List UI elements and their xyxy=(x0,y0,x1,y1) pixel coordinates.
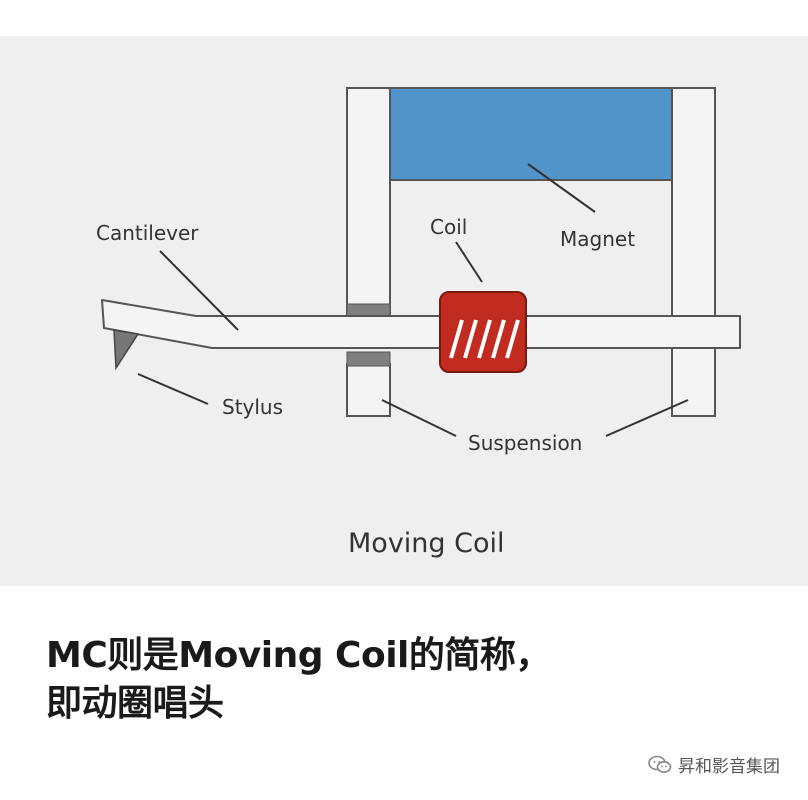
cantilever-label: Cantilever xyxy=(96,221,199,245)
magnet-label: Magnet xyxy=(560,227,635,251)
coil-leader xyxy=(455,241,483,283)
suspension-pad-lower xyxy=(346,351,391,367)
left-pole-upper xyxy=(346,87,391,323)
coil-body xyxy=(439,291,527,373)
diagram-title: Moving Coil xyxy=(348,528,505,559)
leader-lines xyxy=(137,163,689,437)
suspension-leader-right xyxy=(605,399,689,437)
stylus-label: Stylus xyxy=(222,395,283,419)
stylus-leader xyxy=(137,373,209,405)
right-pole xyxy=(671,87,716,417)
suspension-leader-left xyxy=(381,399,457,437)
cantilever-tube xyxy=(101,299,741,349)
watermark-text: 昇和影音集团 xyxy=(678,757,780,777)
moving-coil-diagram: Cantilever Coil Magnet Stylus Suspension… xyxy=(96,87,741,559)
suspension-label: Suspension xyxy=(468,431,582,455)
coil-windings xyxy=(449,319,520,359)
magnet-block xyxy=(389,87,673,181)
caption: MC则是Moving Coil的简称， 即动圈唱头 xyxy=(46,632,551,728)
caption-line-2: 即动圈唱头 xyxy=(46,683,224,724)
wechat-icon xyxy=(648,755,672,773)
caption-line-1: MC则是Moving Coil的简称， xyxy=(46,635,551,676)
magnet-leader xyxy=(527,163,596,213)
cantilever-leader xyxy=(159,250,239,331)
diagram-panel: Cantilever Coil Magnet Stylus Suspension… xyxy=(0,36,808,586)
watermark: 昇和影音集团 xyxy=(648,752,780,777)
coil-label: Coil xyxy=(430,215,467,239)
stylus-tip xyxy=(113,329,140,371)
left-pole-lower xyxy=(346,363,391,417)
